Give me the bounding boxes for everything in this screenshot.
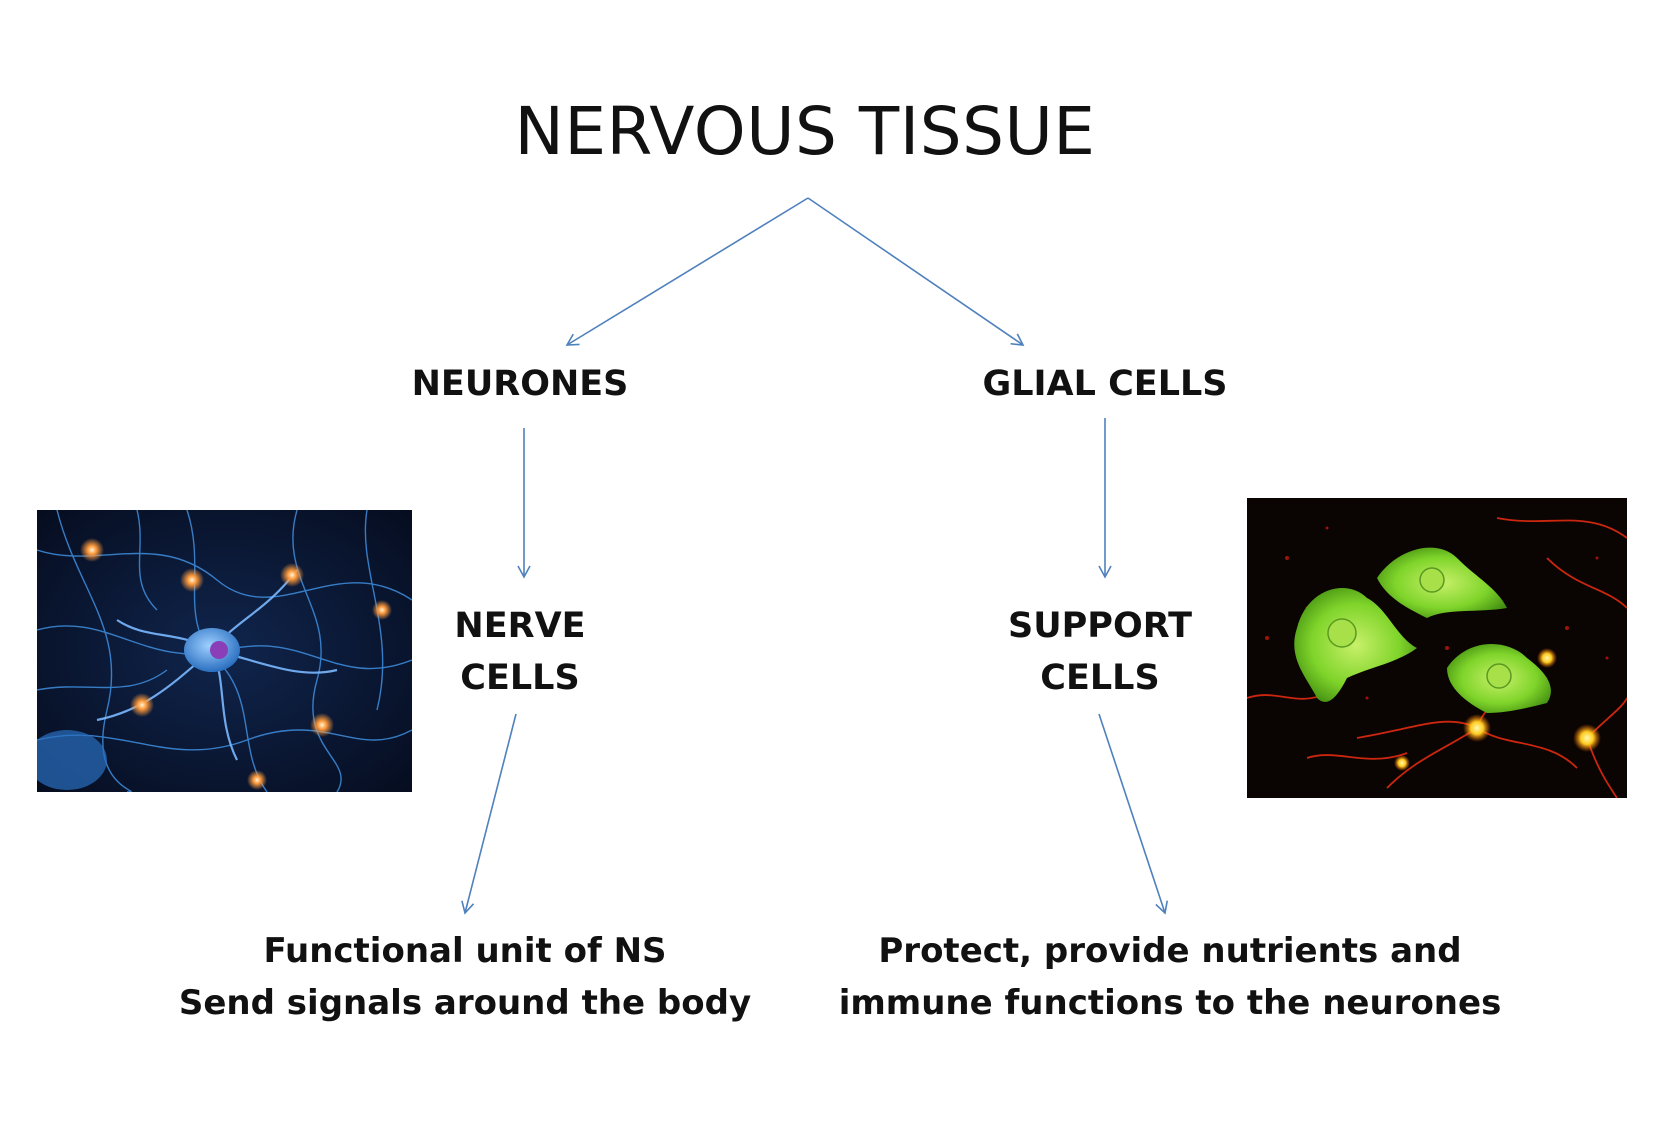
arrow-nerve-cells-to-function: [461, 713, 517, 915]
arrow-support-cells-to-function: [1098, 713, 1169, 915]
diagram-title: NERVOUS TISSUE: [514, 93, 1096, 170]
support-cells-label: SUPPORT CELLS: [1008, 606, 1192, 698]
neuron-network-image: [37, 510, 412, 792]
neurones-label: NEURONES: [411, 364, 629, 404]
glial-cells-label: GLIAL CELLS: [982, 364, 1228, 404]
nerve-cells-label: NERVE CELLS: [454, 606, 586, 698]
glial-description: Protect, provide nutrients and immune fu…: [838, 931, 1502, 1023]
neurones-description: Functional unit of NS Send signals aroun…: [178, 931, 752, 1023]
glial-cells-image: [1247, 498, 1627, 798]
arrow-tissue-to-glial: [807, 197, 1025, 346]
arrow-tissue-to-neurones: [565, 197, 809, 346]
